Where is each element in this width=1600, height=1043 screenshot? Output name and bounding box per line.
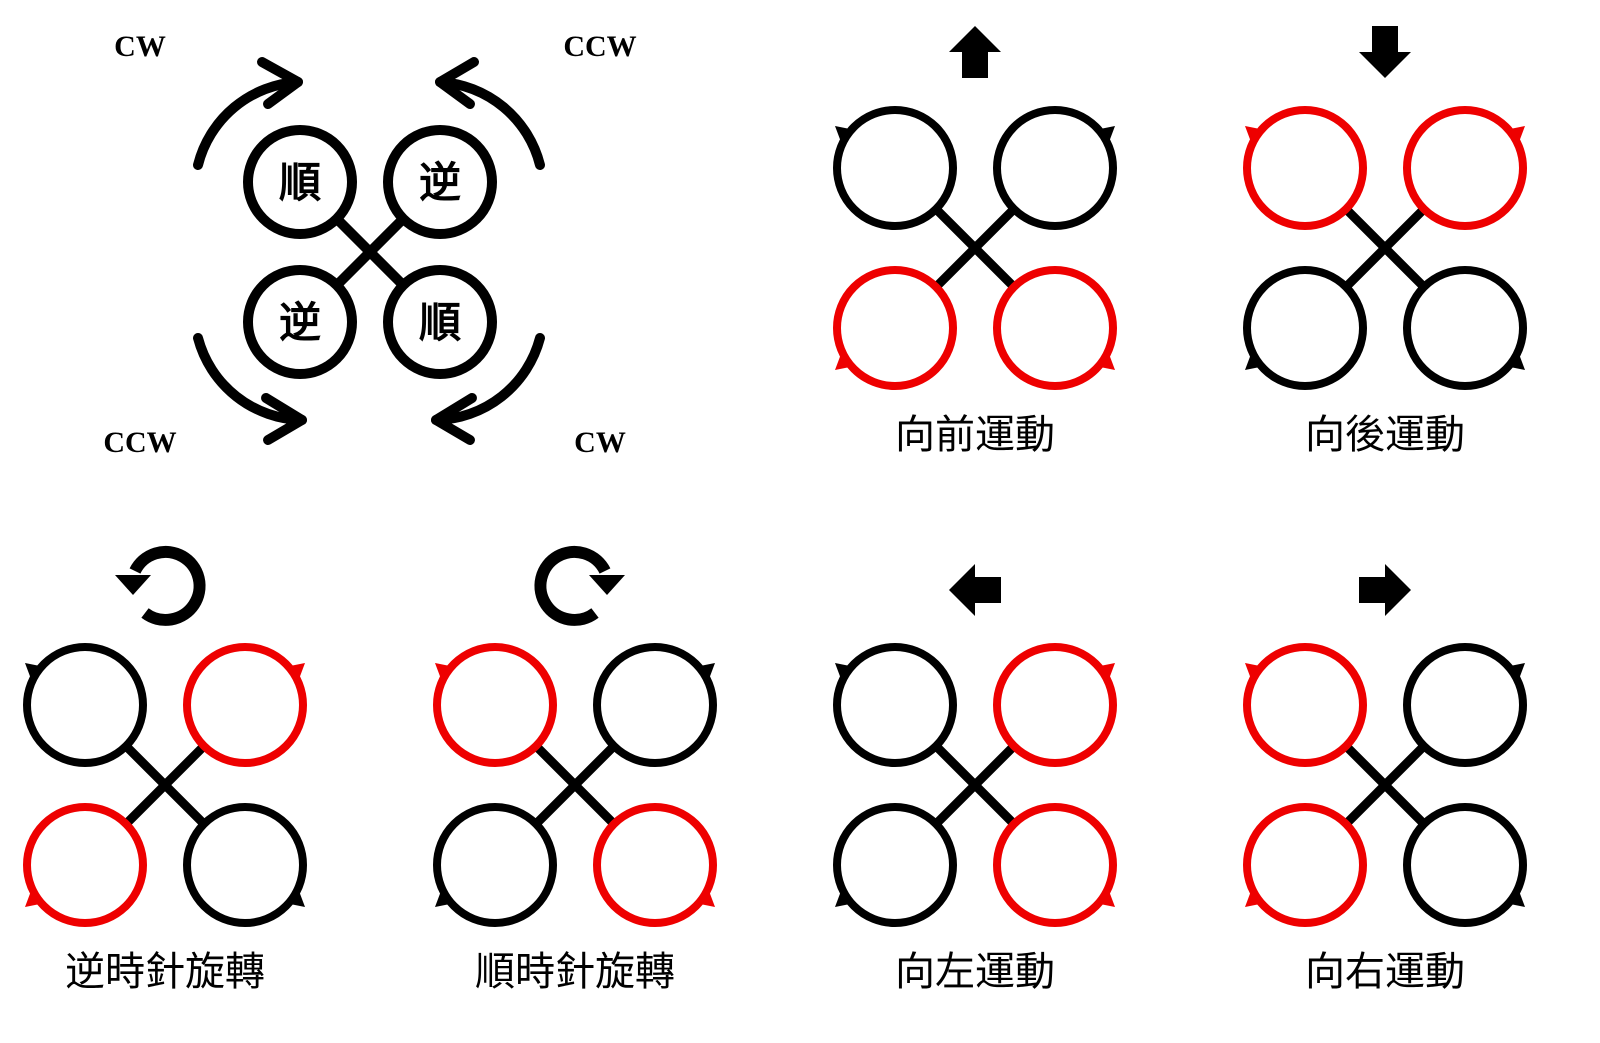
panel-rotate-cw: 順時針旋轉 [433,545,717,995]
motor-bottom-left [833,266,957,390]
motor-top-left [1243,106,1367,230]
motor-rotation-arrow-icon [1095,663,1115,679]
motor-top-right [1403,106,1527,230]
legend-motor-label-top-left: 順 [279,158,321,207]
panel-caption: 向前運動 [895,412,1055,458]
panel-caption: 向右運動 [1305,949,1465,995]
panel-left: 向左運動 [833,564,1117,995]
motor-rotation-arrow-icon [435,891,455,907]
legend-motor-top-left [243,125,357,239]
panel-caption: 向後運動 [1305,412,1465,458]
motor-rotation-arrow-icon [1245,663,1265,679]
panel-right: 向右運動 [1243,564,1527,995]
panel-caption: 逆時針旋轉 [65,949,265,995]
motor-rotation-arrow-icon [1245,354,1265,370]
legend-diagram: 順 逆 逆 順 CW CCW CCW CW [103,30,636,459]
motor-rotation-arrow-icon [835,663,855,679]
motor-bottom-left [23,803,147,927]
motor-bottom-left [1243,266,1367,390]
motor-rotation-arrow-icon [1505,126,1525,142]
motor-bottom-right [993,803,1117,927]
motor-rotation-arrow-icon [1095,126,1115,142]
motor-top-left [1243,643,1367,767]
motor-rotation-arrow-icon [1245,891,1265,907]
motor-rotation-arrow-icon [695,891,715,907]
motor-rotation-arrow-icon [695,663,715,679]
legend-arrow-top-right-icon [435,57,545,170]
legend-motor-top-right [383,125,497,239]
arrow-up-icon [949,26,1001,78]
motor-rotation-arrow-icon [435,663,455,679]
legend-arrow-bottom-left-icon [193,333,307,445]
legend-label-top-right: CCW [563,30,636,63]
rotate-cw-icon [534,545,625,626]
legend-arrow-top-left-icon [193,57,303,170]
motor-top-left [833,643,957,767]
panel-caption: 順時針旋轉 [475,949,675,995]
motor-top-right [1403,643,1527,767]
motor-rotation-arrow-icon [1505,663,1525,679]
motor-top-left [833,106,957,230]
motor-bottom-right [1403,803,1527,927]
motor-top-left [23,643,147,767]
motor-rotation-arrow-icon [285,891,305,907]
motor-rotation-arrow-icon [1505,891,1525,907]
legend-motor-bottom-left [243,265,357,379]
motor-rotation-arrow-icon [285,663,305,679]
motor-top-right [593,643,717,767]
motor-bottom-right [593,803,717,927]
motor-rotation-arrow-icon [25,891,45,907]
arrow-left-icon [949,564,1001,616]
legend-label-bottom-right: CW [574,426,626,459]
legend-motor-label-top-right: 逆 [419,158,461,207]
motor-rotation-arrow-icon [1095,891,1115,907]
motor-bottom-left [1243,803,1367,927]
motor-top-right [993,106,1117,230]
arrow-right-icon [1359,564,1411,616]
motor-bottom-right [993,266,1117,390]
rotate-ccw-icon [115,545,206,626]
motor-rotation-arrow-icon [835,891,855,907]
motor-bottom-left [833,803,957,927]
arrow-down-icon [1359,26,1411,78]
panel-rotate-ccw: 逆時針旋轉 [23,545,307,995]
motor-rotation-arrow-icon [835,126,855,142]
legend-motor-bottom-right [383,265,497,379]
legend-label-bottom-left: CCW [103,426,176,459]
legend-arrow-bottom-right-icon [431,333,545,445]
motor-top-left [433,643,557,767]
motor-bottom-right [1403,266,1527,390]
panel-backward: 向後運動 [1243,26,1527,458]
motor-bottom-left [433,803,557,927]
motor-rotation-arrow-icon [1245,126,1265,142]
legend-motor-label-bottom-right: 順 [419,298,461,347]
legend-label-top-left: CW [114,30,166,63]
motor-rotation-arrow-icon [25,663,45,679]
motor-rotation-arrow-icon [1505,354,1525,370]
motor-top-right [993,643,1117,767]
motor-rotation-arrow-icon [1095,354,1115,370]
motor-bottom-right [183,803,307,927]
motor-top-right [183,643,307,767]
panel-forward: 向前運動 [833,26,1117,458]
panel-caption: 向左運動 [895,949,1055,995]
legend-motor-label-bottom-left: 逆 [279,298,321,347]
motor-rotation-arrow-icon [835,354,855,370]
